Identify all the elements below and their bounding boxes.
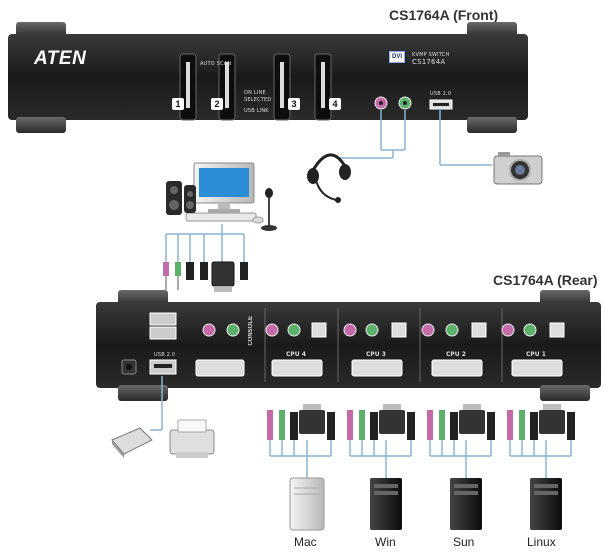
console-cables xyxy=(165,224,245,262)
front-foot-bottom-left xyxy=(16,117,66,133)
printer-icon xyxy=(169,419,215,458)
computer-label-sun: Sun xyxy=(453,535,475,549)
mac-tower-icon xyxy=(289,477,325,531)
port-number-1[interactable]: 1 xyxy=(172,98,184,110)
port-number-4[interactable]: 4 xyxy=(329,98,341,110)
sun-tower-icon xyxy=(450,478,482,530)
console-pc-set xyxy=(166,162,277,231)
rear-title: CS1764A (Rear) xyxy=(493,272,598,288)
cpu2-label: CPU 2 xyxy=(446,351,466,358)
selected-label: SELECTED xyxy=(244,97,272,103)
win-tower-icon xyxy=(370,478,402,530)
console-dvi-port xyxy=(195,359,245,377)
linux-tower-icon xyxy=(530,478,562,530)
port-led-2 xyxy=(225,62,229,108)
dvi-badge: DVI xyxy=(389,51,406,63)
console-label: CONSOLE xyxy=(248,316,254,346)
port-led-1 xyxy=(186,62,190,108)
computer-label-win: Win xyxy=(375,535,396,549)
port-led-3 xyxy=(280,62,284,108)
auto-scan-label: AUTO SCAN xyxy=(200,61,232,67)
computer-label-mac: Mac xyxy=(294,535,317,549)
model-label: CS1764A xyxy=(412,58,446,66)
port-number-3[interactable]: 3 xyxy=(288,98,300,110)
cpu1-dvi-port xyxy=(511,359,563,377)
console-connectors xyxy=(163,261,248,292)
scanner-icon xyxy=(111,427,153,458)
usb-link-label: USB LINK xyxy=(244,108,269,114)
front-foot-bottom-right xyxy=(467,117,517,133)
port-number-2[interactable]: 2 xyxy=(211,98,223,110)
camera-icon xyxy=(493,152,543,185)
port-led-4 xyxy=(321,62,325,108)
front-device xyxy=(8,22,528,133)
front-title: CS1764A (Front) xyxy=(389,7,499,23)
aten-logo: ATEN xyxy=(34,48,87,69)
on-line-label: ON LINE xyxy=(244,90,266,96)
keyboard-icon xyxy=(185,212,257,222)
peripheral-cables xyxy=(150,376,163,431)
cpu4-dvi-port xyxy=(271,359,323,377)
cpu2-dvi-port xyxy=(431,359,483,377)
rear-device xyxy=(96,290,601,401)
front-usb-label: USB 2.0 xyxy=(430,91,452,97)
front-cables xyxy=(340,110,492,166)
computer-label-linux: Linux xyxy=(527,535,556,549)
cpu1-label: CPU 1 xyxy=(526,351,546,358)
rear-usb-label: USB 2.0 xyxy=(154,352,176,358)
computer-connectors xyxy=(267,404,575,440)
kvmp-label: KVMP SWITCH xyxy=(412,52,450,58)
computer-cables xyxy=(269,440,572,478)
mouse-icon xyxy=(252,216,264,224)
cpu4-label: CPU 4 xyxy=(286,351,306,358)
cpu3-label: CPU 3 xyxy=(366,351,386,358)
headset-icon xyxy=(307,153,351,203)
cpu3-dvi-port xyxy=(351,359,403,377)
